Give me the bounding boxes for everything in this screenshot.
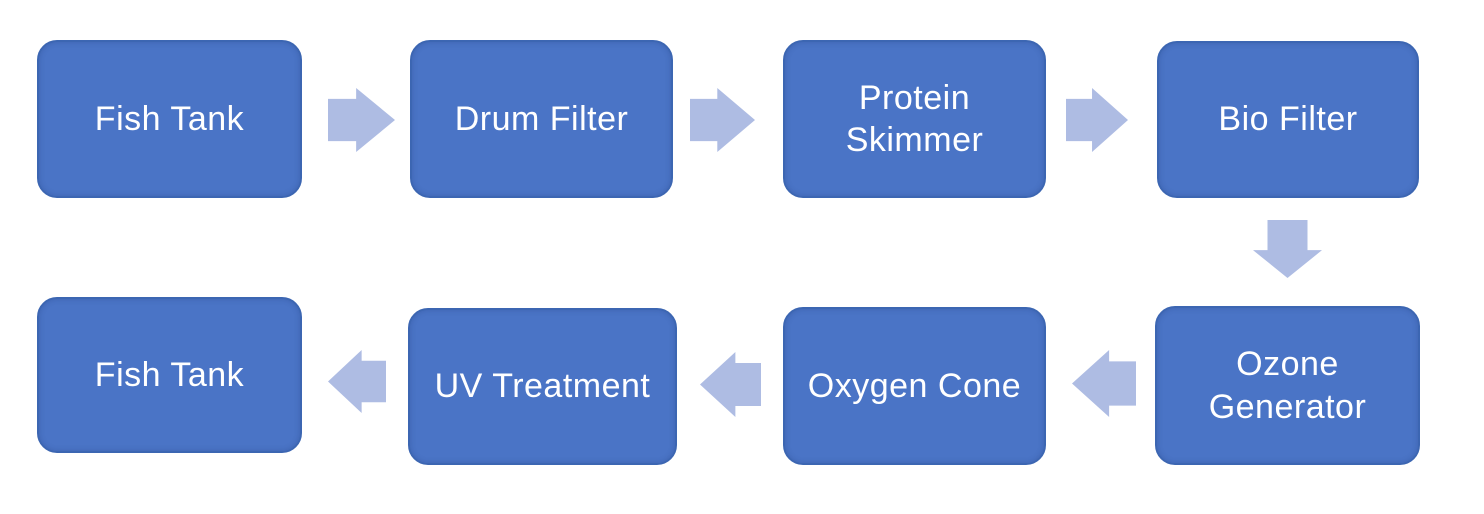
node-fish-tank-return-label: Fish Tank — [94, 355, 245, 394]
node-ozone-generator-label: Ozone Generator — [1208, 345, 1367, 426]
node-uv-treatment-label: UV Treatment — [434, 367, 651, 406]
node-drum-filter-label: Drum Filter — [454, 99, 629, 138]
arrow-left-ozone-generator-to-oxygen-cone-icon — [1072, 350, 1136, 417]
arrow-left-oxygen-cone-to-uv-treatment-icon — [700, 352, 761, 417]
node-fish-tank-start-label: Fish Tank — [94, 99, 245, 138]
arrow-right-drum-filter-to-protein-skimmer-icon — [690, 88, 755, 152]
node-fish-tank-start: Fish Tank — [37, 40, 302, 198]
node-ozone-generator: Ozone Generator — [1155, 306, 1420, 465]
node-oxygen-cone-label: Oxygen Cone — [807, 366, 1022, 405]
node-oxygen-cone: Oxygen Cone — [783, 307, 1046, 465]
node-drum-filter: Drum Filter — [410, 40, 673, 198]
node-protein-skimmer: Protein Skimmer — [783, 40, 1046, 198]
arrow-right-fish-tank-to-drum-filter-icon — [328, 88, 395, 152]
node-protein-skimmer-label: Protein Skimmer — [845, 78, 984, 159]
node-fish-tank-return: Fish Tank — [37, 297, 302, 453]
arrow-right-protein-skimmer-to-bio-filter-icon — [1066, 88, 1128, 152]
arrow-down-bio-filter-to-ozone-generator-icon — [1253, 220, 1322, 278]
node-bio-filter: Bio Filter — [1157, 41, 1419, 198]
node-uv-treatment: UV Treatment — [408, 308, 677, 465]
node-bio-filter-label: Bio Filter — [1218, 100, 1358, 139]
arrow-left-uv-treatment-to-fish-tank-icon — [328, 350, 386, 413]
